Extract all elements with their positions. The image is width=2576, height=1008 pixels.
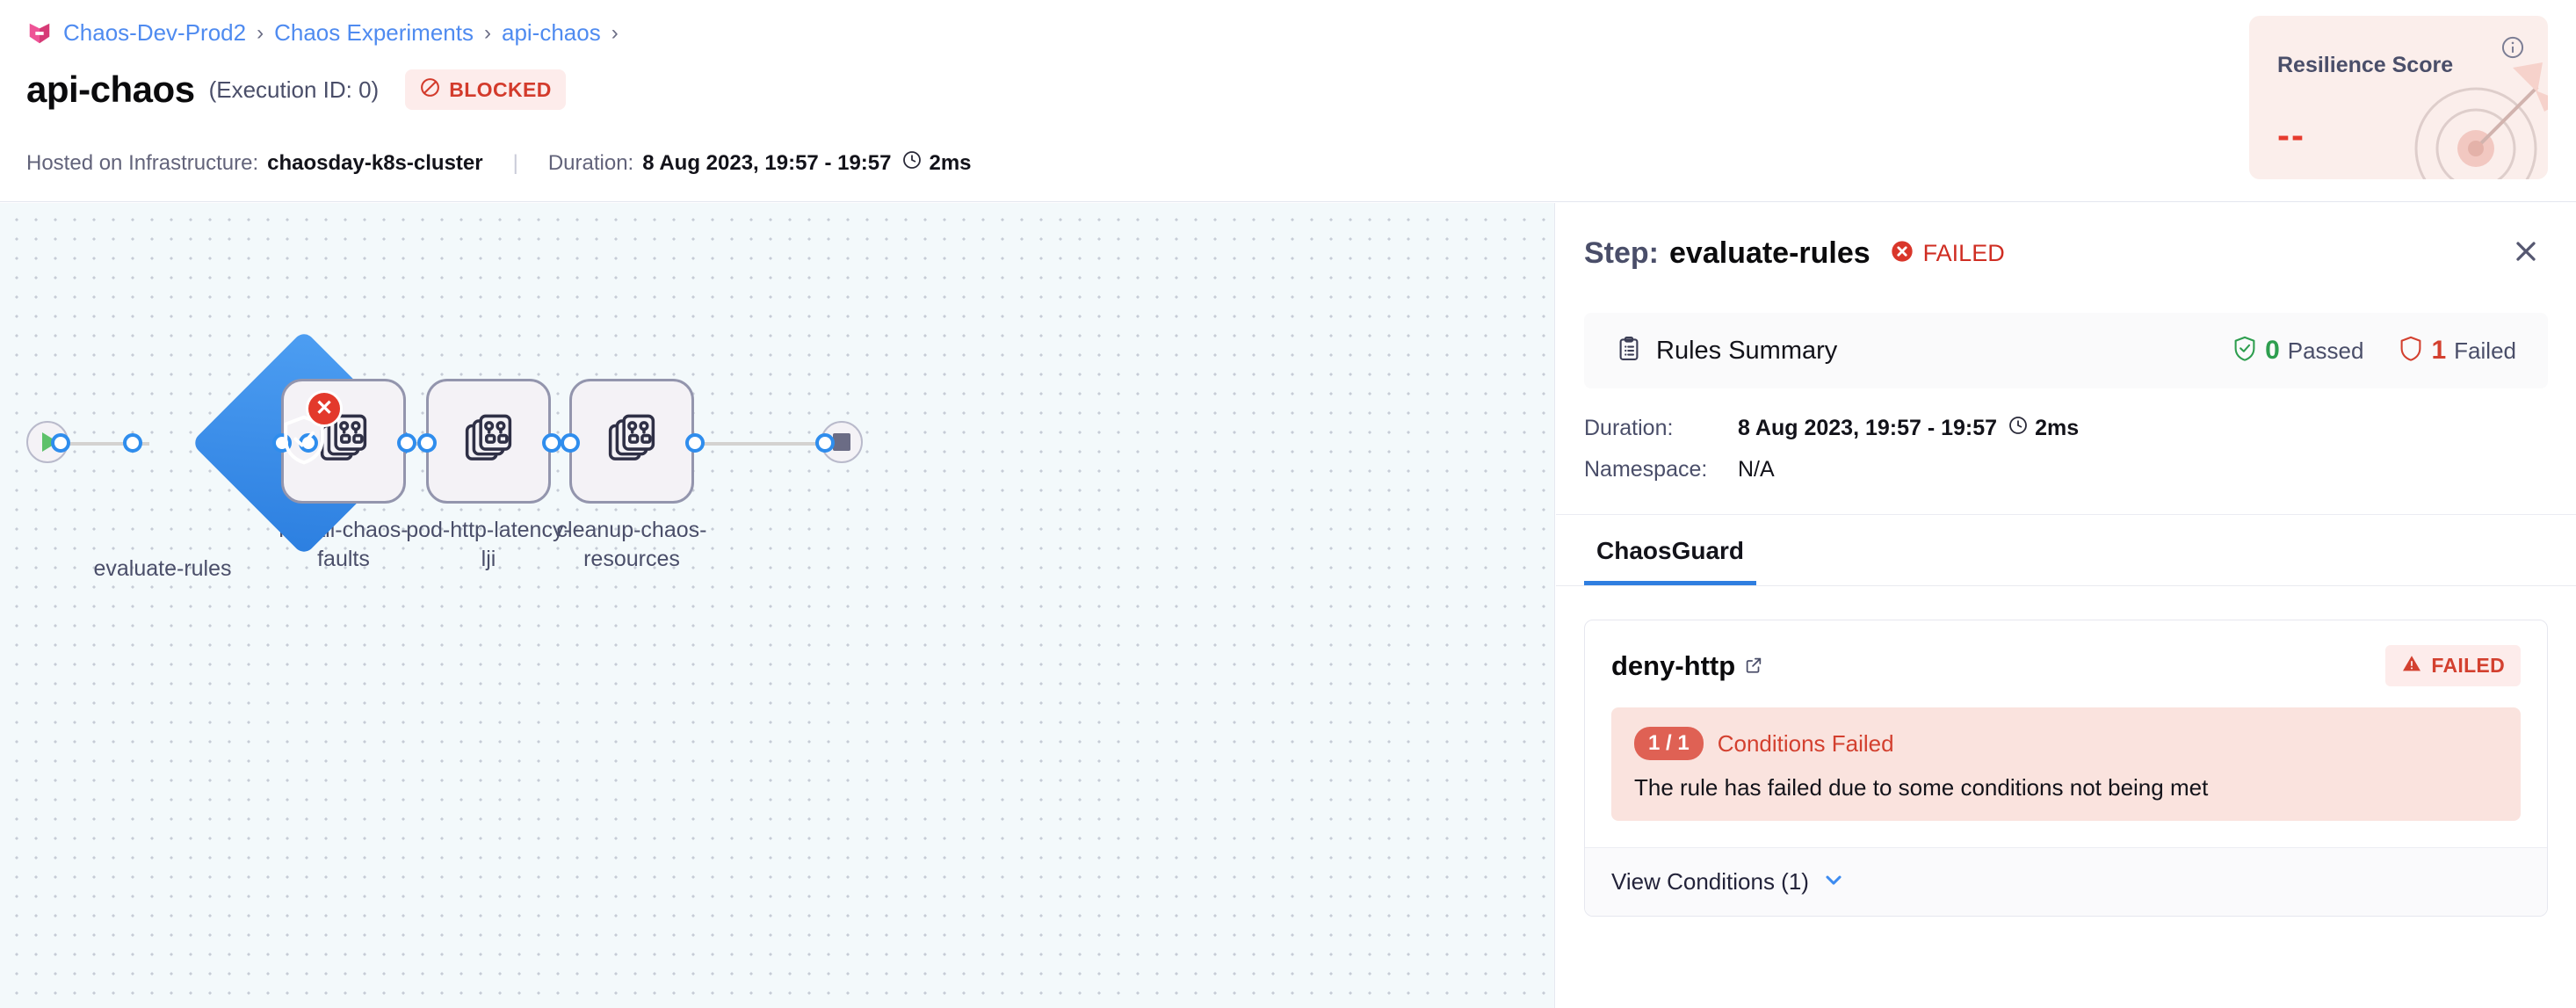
resilience-score-title: Resilience Score (2277, 53, 2454, 77)
breadcrumb-item-1[interactable]: Chaos Experiments (274, 19, 474, 46)
edge-start-to-evaluate (53, 442, 149, 446)
external-link-icon[interactable] (1744, 650, 1763, 682)
rules-failed-label: Failed (2454, 337, 2516, 364)
view-conditions-label: View Conditions (1) (1611, 868, 1809, 895)
clipboard-icon (1616, 336, 1642, 366)
rules-passed-stat: 0 Passed (2232, 336, 2363, 366)
rule-name: deny-http (1611, 649, 1736, 681)
port-evaluate-in[interactable] (123, 433, 142, 453)
tab-chaosguard[interactable]: ChaosGuard (1584, 537, 1757, 585)
duration-key: Duration: (1584, 416, 1674, 440)
rules-summary-title: Rules Summary (1656, 336, 1838, 365)
status-badge-label: BLOCKED (449, 77, 552, 101)
duration-value-group: 8 Aug 2023, 19:57 - 19:57 2ms (1738, 415, 2079, 442)
shield-check-icon (2232, 336, 2257, 366)
chaos-fault-icon (604, 412, 659, 471)
page-header: Chaos-Dev-Prod2 › Chaos Experiments › ap… (0, 0, 2576, 202)
port-pod-out[interactable] (542, 433, 561, 453)
rules-summary-left: Rules Summary (1616, 336, 1837, 366)
target-dart-icon (2381, 36, 2548, 179)
panel-status-badge: FAILED (1890, 239, 2005, 268)
rule-card-header: deny-http (1585, 620, 2547, 695)
header-meta: Hosted on Infrastructure: chaosday-k8s-c… (26, 149, 972, 177)
view-conditions-button[interactable]: View Conditions (1) (1585, 847, 2547, 916)
conditions-failed-header: 1 / 1 Conditions Failed (1634, 727, 2498, 760)
rules-failed-stat: 1 Failed (2399, 336, 2516, 366)
shield-check-icon (279, 414, 329, 467)
duration-label: Duration: (547, 150, 634, 175)
clock-icon (901, 149, 923, 177)
blocked-icon (419, 76, 441, 103)
meta-separator: | (512, 150, 518, 175)
rules-summary-card: Rules Summary 0 Passed (1584, 313, 2548, 388)
conditions-failed-description: The rule has failed due to some conditio… (1634, 774, 2209, 801)
detail-row-namespace: Namespace: N/A (1584, 457, 2548, 482)
pipeline-canvas[interactable]: ✕ evaluate-rules install-chaos- faults (0, 203, 1555, 1008)
panel-status-label: FAILED (1922, 240, 2005, 266)
port-install-out[interactable] (397, 433, 416, 453)
duration-elapsed: 2ms (2035, 416, 2080, 440)
rules-passed-count: 0 (2265, 336, 2280, 365)
status-badge: BLOCKED (405, 69, 566, 110)
port-end-in[interactable] (815, 433, 835, 453)
clock-icon (2008, 415, 2029, 442)
breadcrumb-separator: › (611, 20, 619, 45)
rules-passed-label: Passed (2287, 337, 2364, 364)
conditions-failed-title: Conditions Failed (1717, 729, 1894, 757)
shield-icon (2399, 336, 2423, 366)
breadcrumb-item-0[interactable]: Chaos-Dev-Prod2 (63, 19, 247, 46)
warning-triangle-icon (2401, 653, 2422, 678)
harness-logo-icon (26, 20, 53, 47)
resilience-score-value: -- (2277, 114, 2305, 156)
detail-row-duration: Duration: 8 Aug 2023, 19:57 - 19:57 2ms (1584, 415, 2548, 442)
infra-value: chaosday-k8s-cluster (267, 150, 483, 175)
node-pod-http-latency[interactable] (426, 379, 551, 504)
page-title: api-chaos (26, 69, 195, 110)
rule-card-deny-http: deny-http (1584, 620, 2548, 917)
node-label-cleanup-chaos-resources: cleanup-chaos- resources (556, 518, 707, 571)
breadcrumb-separator: › (483, 20, 491, 45)
breadcrumb-item-2[interactable]: api-chaos (501, 19, 601, 46)
chevron-down-icon (1821, 867, 1846, 896)
panel-header: Step: evaluate-rules FAILED (1556, 203, 2576, 304)
close-icon[interactable] (2506, 231, 2546, 272)
panel-tabs: ChaosGuard (1556, 514, 2576, 586)
edge-cleanup-to-end (668, 442, 835, 446)
duration-value: 8 Aug 2023, 19:57 - 19:57 (1738, 416, 1998, 440)
rules-failed-count: 1 (2431, 336, 2447, 365)
panel-step-keyword: Step: (1584, 236, 1659, 270)
duration-elapsed: 2ms (929, 150, 972, 175)
conditions-count-pill: 1 / 1 (1634, 727, 1704, 760)
stop-icon (833, 433, 850, 451)
step-detail-list: Duration: 8 Aug 2023, 19:57 - 19:57 2ms … (1584, 415, 2548, 482)
conditions-failed-box: 1 / 1 Conditions Failed The rule has fai… (1611, 707, 2521, 821)
step-details-panel: Step: evaluate-rules FAILED (1556, 203, 2576, 1008)
namespace-value: N/A (1738, 457, 1775, 482)
port-cleanup-in[interactable] (561, 433, 580, 453)
rule-status-label: FAILED (2431, 654, 2505, 677)
execution-id: (Execution ID: 0) (208, 76, 380, 103)
chaos-fault-icon (461, 412, 516, 471)
port-start-out[interactable] (51, 433, 70, 453)
infra-label: Hosted on Infrastructure: (26, 150, 259, 175)
rule-name-group: deny-http (1611, 650, 1763, 682)
breadcrumb-separator: › (257, 20, 264, 45)
rules-summary-stats: 0 Passed 1 Failed (2232, 336, 2516, 366)
port-cleanup-out[interactable] (685, 433, 705, 453)
info-icon[interactable] (2500, 35, 2525, 64)
node-cleanup-chaos-resources[interactable] (569, 379, 694, 504)
port-pod-in[interactable] (417, 433, 437, 453)
node-label-evaluate-rules: evaluate-rules (93, 556, 232, 581)
namespace-key: Namespace: (1584, 457, 1708, 482)
title-row: api-chaos (Execution ID: 0) BLOCKED (26, 69, 566, 111)
error-x-icon: ✕ (306, 390, 343, 427)
duration-value: 8 Aug 2023, 19:57 - 19:57 (642, 150, 892, 175)
rule-status-badge: FAILED (2385, 645, 2521, 686)
error-x-circle-icon (1890, 239, 1914, 268)
panel-step-name: evaluate-rules (1669, 236, 1870, 270)
node-label-pod-http-latency: pod-http-latency- lji (406, 518, 571, 571)
breadcrumb: Chaos-Dev-Prod2 › Chaos Experiments › ap… (26, 19, 619, 47)
resilience-score-card: Resilience Score -- (2249, 16, 2548, 179)
